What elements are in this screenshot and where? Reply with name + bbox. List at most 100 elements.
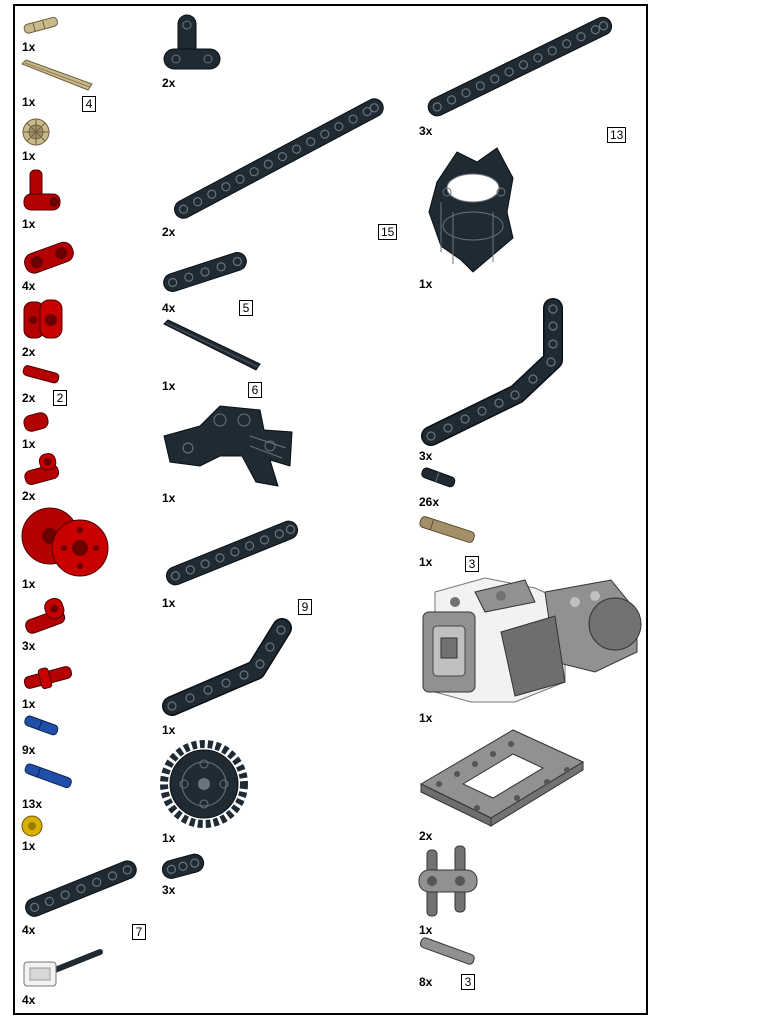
part-perpendicular-connector-red: 3x <box>20 597 80 654</box>
part-axle-connector-tan: 1x <box>20 11 65 54</box>
part-quantity: 1x <box>22 839 36 853</box>
part-quantity: 1x <box>22 95 36 109</box>
red-bush-icon <box>23 412 49 432</box>
part-axle-6-dark: 1x 6 <box>160 316 270 398</box>
part-pin-blue-long: 13x <box>20 762 80 812</box>
part-quantity: 1x <box>162 596 176 610</box>
part-quantity: 3x <box>22 639 36 653</box>
part-double-pin-connector-gray: 1x <box>417 844 487 938</box>
part-quantity: 4x <box>22 993 36 1007</box>
part-quantity: 1x <box>22 697 36 711</box>
length-label: 6 <box>248 382 262 398</box>
part-quantity: 26x <box>419 495 440 509</box>
part-angle-connector-red: 1x <box>20 166 70 232</box>
part-angled-beam-dark: 3x <box>417 294 577 466</box>
length-label: 3 <box>465 556 479 572</box>
yellow-bush-icon <box>21 815 43 837</box>
part-quantity: 1x <box>22 40 36 54</box>
part-cable-white: 4x <box>20 944 110 1008</box>
double-pin-connector-icon <box>418 845 478 917</box>
part-quantity: 1x <box>162 491 176 505</box>
part-quantity: 3x <box>162 883 176 897</box>
part-axle-2-red: 2x 2 <box>20 362 80 406</box>
tan-pin-icon <box>23 16 59 34</box>
part-quantity: 2x <box>162 76 176 90</box>
part-frame-5x7-gray: 2x <box>417 726 587 844</box>
length-label: 9 <box>298 599 312 615</box>
part-quantity: 1x <box>419 923 433 937</box>
part-quantity: 1x <box>22 437 36 451</box>
part-quantity: 2x <box>22 489 36 503</box>
cable-icon <box>23 949 103 987</box>
part-bush-red: 1x <box>20 410 60 452</box>
red-axle-pin-icon <box>23 666 73 690</box>
part-quantity: 3x <box>419 449 433 463</box>
part-quantity: 1x <box>162 379 176 393</box>
red-axle-2-icon <box>22 365 60 384</box>
part-beam-13-dark: 3x 13 <box>417 11 632 143</box>
length-label: 4 <box>82 96 96 112</box>
tan-axle-icon <box>419 516 475 543</box>
part-turntable-frame: 1x <box>417 142 527 292</box>
part-quantity: 9x <box>22 743 36 757</box>
frame-icon <box>419 729 585 827</box>
part-axle-pin-red: 1x <box>20 658 80 712</box>
red-pin-connector-icon <box>24 452 60 485</box>
gear-icon <box>160 740 248 828</box>
part-bush-tan: 1x <box>20 116 60 162</box>
beam-icon <box>165 520 299 586</box>
part-quantity: 1x <box>22 577 36 591</box>
part-quantity: 1x <box>162 831 176 845</box>
part-beam-9-dark: 1x 9 <box>160 511 320 615</box>
part-bent-beam-dark: 1x <box>160 614 300 738</box>
length-label: 2 <box>53 390 67 406</box>
length-label: 5 <box>239 300 253 316</box>
length-label: 15 <box>378 224 398 240</box>
motor-icon <box>422 577 642 703</box>
part-quantity: 13x <box>22 797 43 811</box>
part-quantity: 1x <box>22 217 36 231</box>
beam-icon <box>174 98 384 219</box>
part-pin-connector-red: 2x <box>20 452 70 504</box>
part-beam-15-dark: 2x 15 <box>160 94 410 242</box>
part-wheel-hub-red: 1x <box>20 502 115 592</box>
red-wheel-hubs-icon <box>21 507 109 577</box>
t-beam-icon <box>163 14 221 70</box>
part-axle-4-tan: 1x 4 <box>20 54 100 114</box>
red-angle-connector-icon <box>23 169 61 211</box>
part-bush-yellow: 1x <box>20 814 60 854</box>
frame-assembly-icon <box>428 147 514 273</box>
blue-pin-short-icon <box>24 715 59 736</box>
part-pin-dark: 26x <box>417 466 467 512</box>
red-double-block-icon <box>23 299 63 339</box>
part-quantity: 1x <box>419 711 433 725</box>
red-perp-connector-icon <box>25 597 66 634</box>
part-quantity: 4x <box>162 301 176 315</box>
length-label: 3 <box>461 974 475 990</box>
part-t-beam-dark: 2x <box>160 11 230 91</box>
part-gripper-assembly: 1x <box>160 396 300 508</box>
length-label: 7 <box>132 924 146 940</box>
angled-beam-icon <box>421 298 563 446</box>
part-beam-3-dark: 3x <box>160 848 220 900</box>
part-axle-3-gray: 8x 3 <box>417 936 487 994</box>
blue-pin-long-icon <box>24 763 72 789</box>
beam-icon <box>427 16 613 117</box>
parts-list-page: 1x 1x 4 1x 1x 4x 2x 2x 2 1x 2x 1x <box>13 4 648 1015</box>
part-beam-5-dark: 4x 5 <box>160 242 260 318</box>
length-label: 13 <box>607 127 627 143</box>
part-quantity: 4x <box>22 279 36 293</box>
part-axle-3-tan: 1x 3 <box>417 512 487 572</box>
part-double-cross-block-red: 2x <box>20 296 70 360</box>
axle-icon <box>163 319 261 371</box>
part-quantity: 2x <box>419 829 433 843</box>
gripper-icon <box>163 405 293 487</box>
tan-axle-icon <box>21 59 93 91</box>
part-beam-7-dark: 4x 7 <box>20 854 150 940</box>
part-quantity: 1x <box>162 723 176 737</box>
part-quantity: 2x <box>22 345 36 359</box>
part-quantity: 2x <box>162 225 176 239</box>
part-pin-blue-short: 9x <box>20 714 70 758</box>
part-quantity: 2x <box>22 391 36 405</box>
part-quantity: 3x <box>419 124 433 138</box>
